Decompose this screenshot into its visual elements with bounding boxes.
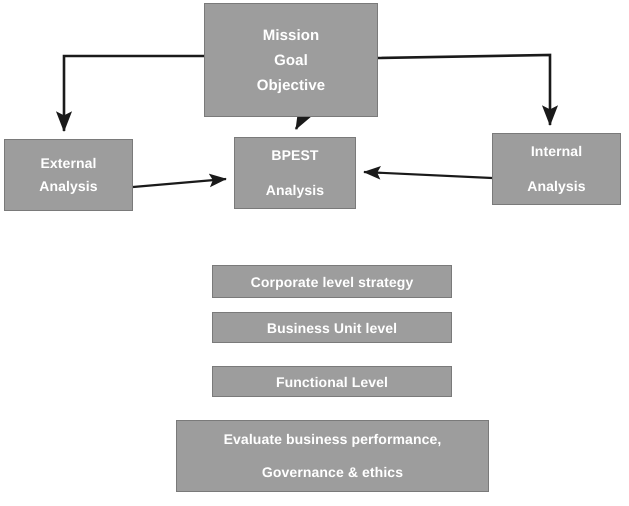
node-internal-line-1: Internal — [530, 143, 583, 159]
node-mission-line-2: Goal — [274, 51, 308, 69]
node-mission-line-1: Mission — [262, 26, 320, 44]
connector-external-to-bpest — [132, 173, 227, 189]
connector-mission-to-bpest — [294, 107, 313, 130]
node-corporate-level-strategy[interactable]: Corporate level strategy — [212, 265, 452, 298]
connector-mission-to-external — [55, 54, 204, 133]
node-corporate-label: Corporate level strategy — [250, 273, 414, 290]
node-bpest-line-2: Analysis — [265, 182, 325, 198]
node-evaluate-line-2: Governance & ethics — [261, 464, 404, 480]
node-functional-label: Functional Level — [275, 373, 389, 390]
node-internal-line-2: Analysis — [527, 178, 586, 194]
node-business-label: Business Unit level — [266, 319, 398, 336]
connector-internal-to-bpest — [363, 165, 493, 180]
node-external-line-1: External — [40, 155, 97, 171]
node-bpest-analysis[interactable]: BPEST Analysis — [234, 137, 356, 209]
node-mission-goal-objective[interactable]: Mission Goal Objective — [204, 3, 378, 117]
node-external-analysis[interactable]: External Analysis — [4, 139, 133, 211]
connector-mission-to-internal — [377, 53, 559, 127]
node-business-unit-level[interactable]: Business Unit level — [212, 312, 452, 343]
node-evaluate-line-1: Evaluate business performance, — [223, 431, 442, 447]
node-internal-analysis[interactable]: Internal Analysis — [492, 133, 621, 205]
node-functional-level[interactable]: Functional Level — [212, 366, 452, 397]
node-external-line-2: Analysis — [39, 178, 98, 194]
node-mission-line-3: Objective — [256, 76, 326, 94]
node-evaluate-business-performance[interactable]: Evaluate business performance, Governanc… — [176, 420, 489, 492]
node-bpest-line-1: BPEST — [271, 147, 319, 163]
